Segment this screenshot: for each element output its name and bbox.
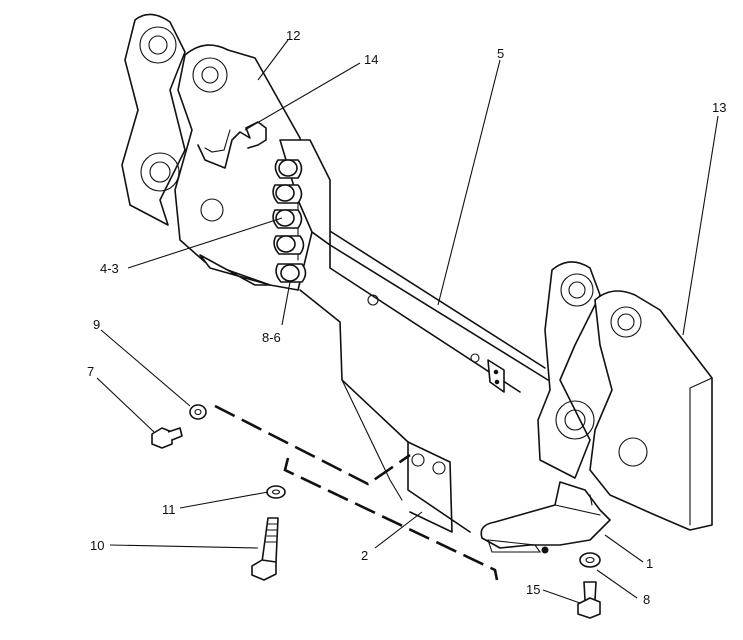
callout-11: 11 <box>162 502 176 517</box>
callout-2: 2 <box>361 548 368 563</box>
bolt-stack <box>272 159 307 283</box>
callout-8-6: 8-6 <box>262 330 281 345</box>
latch-hook <box>480 481 611 554</box>
mounting-plate <box>299 225 549 533</box>
callout-13: 13 <box>712 100 726 115</box>
callout-12: 12 <box>286 28 300 43</box>
callout-9: 9 <box>93 317 100 332</box>
callout-7: 7 <box>87 364 94 379</box>
callout-15: 15 <box>526 582 540 597</box>
washer-8 <box>579 552 601 568</box>
bolt-15 <box>577 581 601 619</box>
washer-9 <box>189 404 207 420</box>
leader-lines <box>96 39 719 604</box>
callout-4-3: 4-3 <box>100 261 119 276</box>
alignment-dashes <box>214 404 499 581</box>
callout-10: 10 <box>90 538 104 553</box>
washer-11 <box>266 485 286 499</box>
right-bracket-assembly <box>537 261 713 531</box>
spring-clip <box>197 121 267 169</box>
callout-1: 1 <box>646 556 653 571</box>
callout-8: 8 <box>643 592 650 607</box>
bolt-7 <box>151 427 183 449</box>
callout-5: 5 <box>497 46 504 61</box>
bolt-10 <box>251 517 279 581</box>
callout-14: 14 <box>364 52 378 67</box>
